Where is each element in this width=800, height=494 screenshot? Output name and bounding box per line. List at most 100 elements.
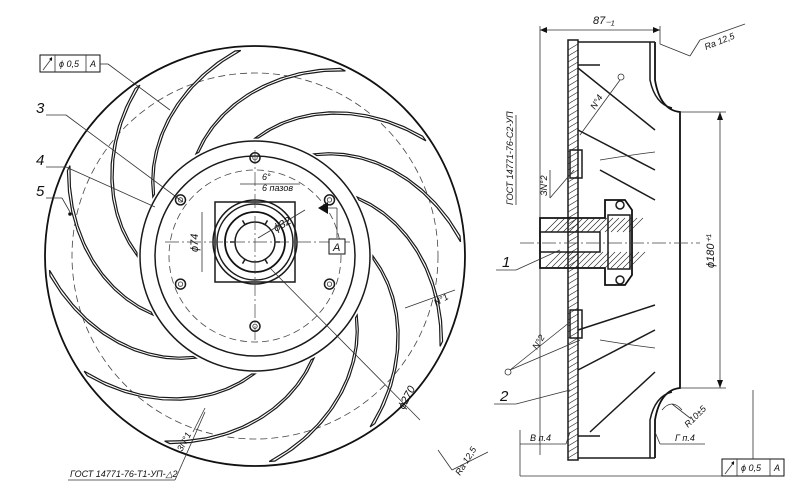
roughness-front: Ra 12,5 xyxy=(437,444,489,477)
weld-right-leader xyxy=(404,289,456,309)
callout-4-leader xyxy=(65,166,156,208)
blade-curves xyxy=(599,151,656,349)
hatch-line xyxy=(567,109,579,117)
bolt-hole xyxy=(323,278,336,290)
dim-phi180-arrow-t xyxy=(717,112,723,120)
hatch-line xyxy=(567,211,579,219)
bolt-top xyxy=(615,200,625,210)
part-2-leader xyxy=(515,389,571,405)
hatch-line xyxy=(567,205,579,213)
slots-count: 6° xyxy=(262,172,271,182)
datum-box xyxy=(328,238,346,255)
hatch-line xyxy=(567,289,579,297)
part-1-leader xyxy=(515,249,561,271)
hatch-line xyxy=(567,121,579,129)
hatch-line xyxy=(567,85,579,93)
hub-hatch-line xyxy=(550,251,568,269)
hatch-line xyxy=(567,271,579,279)
hatch-line xyxy=(567,79,579,87)
hub-hatch-line xyxy=(616,217,632,233)
dim-line-phi32 xyxy=(257,209,306,239)
dim-line-phi270 xyxy=(269,267,421,421)
weld-mark-2: N°4 xyxy=(588,93,604,111)
bolt-bottom xyxy=(615,275,625,285)
spline-tooth xyxy=(241,219,246,226)
hatch-line xyxy=(567,415,579,423)
hatch-line xyxy=(567,433,579,441)
callout-5: 5 xyxy=(36,183,45,200)
bolt-hole xyxy=(174,194,187,206)
view-g-label: Г п.4 xyxy=(675,433,695,443)
spline-tooth xyxy=(241,258,246,265)
back-plate xyxy=(567,39,579,461)
hatch-line xyxy=(567,367,579,375)
dim-width: 87₋₁ xyxy=(593,15,615,27)
tolerance-value-front: ϕ 0,5 xyxy=(59,59,80,69)
weld-standard-section: ГОСТ 14771-76-С2-УП xyxy=(505,111,515,205)
hatch-line xyxy=(567,397,579,405)
hatch-line xyxy=(567,187,579,195)
weld-mark-1: ЗN°2 xyxy=(539,175,549,196)
inner-ring xyxy=(139,140,371,372)
weld-mark-3-leader-b xyxy=(509,339,581,371)
hub-hatch-line xyxy=(598,217,614,233)
blade xyxy=(194,67,346,156)
hatch-line xyxy=(567,127,579,135)
hatch-line xyxy=(567,73,579,81)
part-callout-2: 2 xyxy=(499,388,509,405)
dim-radius: R10±5 xyxy=(682,403,708,429)
blade xyxy=(151,49,242,199)
hatch-line xyxy=(567,55,579,63)
hatch-line xyxy=(567,193,579,201)
weld-left-leader xyxy=(192,407,206,433)
blade xyxy=(164,356,316,445)
outer-rim xyxy=(44,45,466,467)
hub-hatch-line xyxy=(556,217,572,233)
runout-arrow-icon-2 xyxy=(724,461,735,475)
blade xyxy=(83,370,257,401)
part-callout-1: 1 xyxy=(502,254,510,271)
blade-pitch-circle xyxy=(71,72,439,440)
hub-hatch-line xyxy=(592,217,608,233)
bolt-hole-center xyxy=(326,197,333,203)
blade xyxy=(355,195,444,347)
hatch-line xyxy=(567,199,579,207)
weld-mark-3: N°2 xyxy=(530,333,546,351)
hatch-line xyxy=(567,283,579,291)
dim-outer: ϕ270 xyxy=(396,383,418,411)
hub-bore xyxy=(539,231,601,253)
hatch-line xyxy=(567,385,579,393)
roughness-front-label: Ra 12,5 xyxy=(453,444,479,477)
shroud-inner xyxy=(649,42,673,458)
bolt-holes xyxy=(174,151,336,333)
hub-hatch-line xyxy=(610,251,628,269)
blade xyxy=(369,254,400,428)
hub-hatch-line xyxy=(568,251,586,269)
hatch-line xyxy=(567,43,579,51)
hub-hatch-line xyxy=(574,251,592,269)
hub-hatch-line xyxy=(562,217,578,233)
dim-width-arrow-r xyxy=(653,27,660,33)
hatch-line xyxy=(567,349,579,357)
hatch-line xyxy=(567,67,579,75)
hatch-line xyxy=(567,97,579,105)
hub-hatch-line xyxy=(574,217,590,233)
bolt-circle xyxy=(168,169,342,343)
callout-5-leader xyxy=(61,197,71,213)
weld-block-bottom xyxy=(569,309,583,339)
section-view: 87₋₁ ϕ180⁺¹ R xyxy=(494,15,785,477)
hub-hatch-line xyxy=(586,251,604,269)
hub-hatch-line xyxy=(556,251,574,269)
blade-lines-bottom xyxy=(577,304,656,437)
hatch-line xyxy=(567,355,579,363)
hatch-line xyxy=(567,247,579,255)
hatch-line xyxy=(567,61,579,69)
weld-mark-2-leader xyxy=(579,79,621,136)
hatch-line xyxy=(567,451,579,459)
hatch-line xyxy=(567,277,579,285)
callout-5-dot xyxy=(68,212,72,216)
bolt-hole-center xyxy=(326,281,333,287)
callout-3: 3 xyxy=(36,100,45,117)
hatch-line xyxy=(567,133,579,141)
tolerance-datum-front: A xyxy=(89,59,96,69)
